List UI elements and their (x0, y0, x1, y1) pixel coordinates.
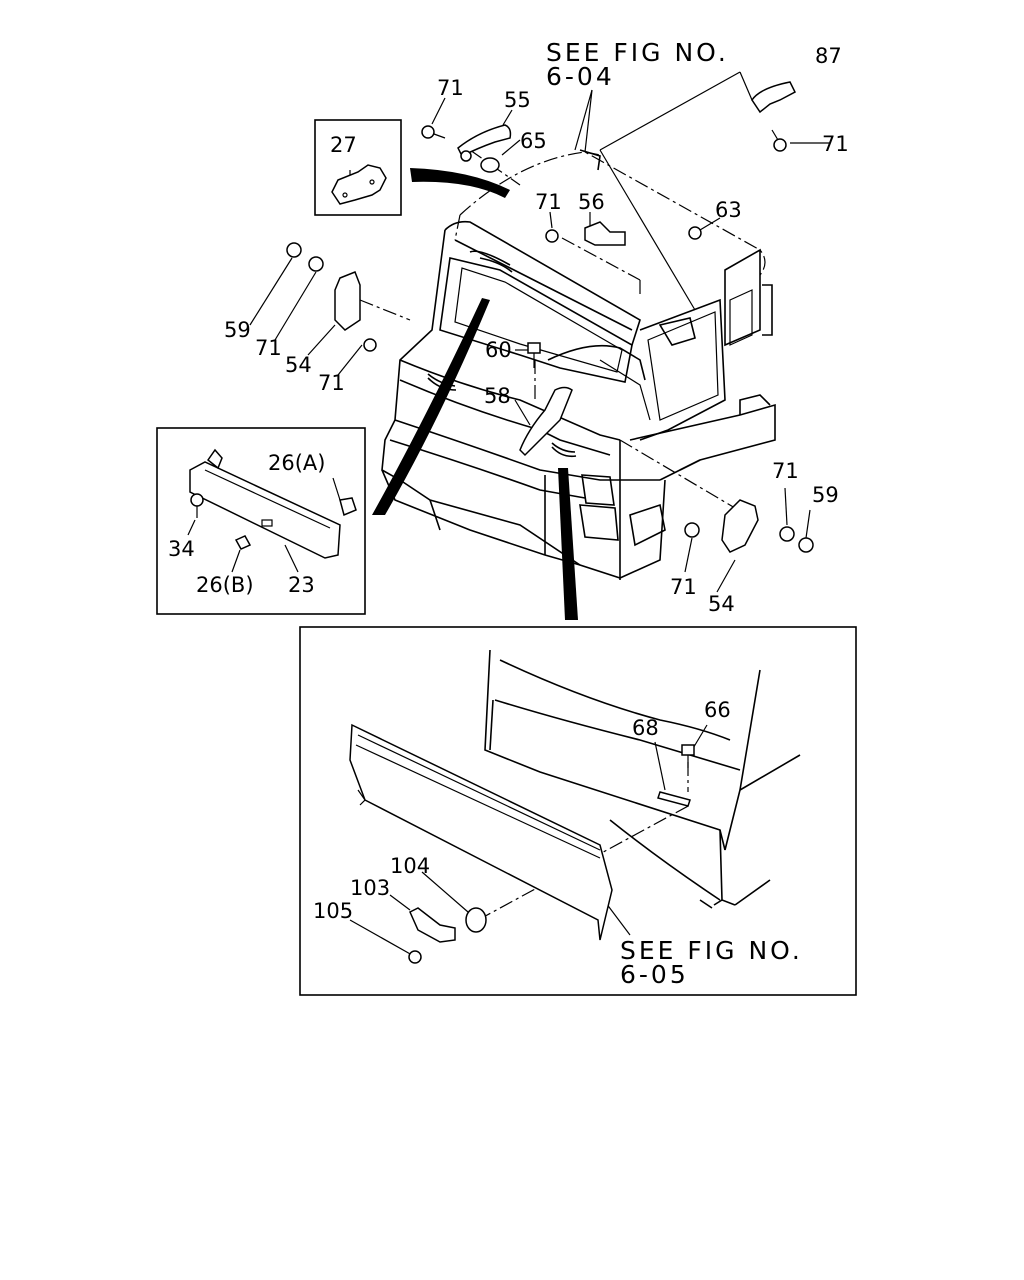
part-66-bolt (681, 744, 695, 768)
callout-71: 71 (318, 371, 345, 395)
part-27-bracket (331, 164, 387, 205)
leader-lines (187, 71, 830, 956)
callout-labels: 87 71 55 65 27 71 71 56 63 59 71 54 71 6… (168, 44, 849, 923)
callout-58: 58 (484, 384, 511, 408)
callout-26b: 26(B) (196, 573, 254, 597)
callout-71: 71 (822, 132, 849, 156)
callout-26a: 26(A) (268, 451, 325, 475)
part-34-screw (190, 493, 204, 518)
part-23-visor (189, 461, 341, 559)
pointer-band-27 (410, 168, 510, 198)
callout-54: 54 (285, 353, 312, 377)
callout-23: 23 (288, 573, 315, 597)
pointer-band-inset-a (372, 298, 490, 515)
part-105-screw (408, 950, 422, 964)
part-87-handle (751, 81, 796, 114)
callout-104: 104 (390, 854, 430, 878)
callout-71: 71 (535, 190, 562, 214)
callout-65: 65 (520, 129, 547, 153)
part-56-bracket (584, 221, 626, 246)
part-68-spring (657, 791, 691, 807)
part-71-screw (779, 526, 795, 542)
part-71-screw (684, 522, 700, 538)
callout-103: 103 (350, 876, 390, 900)
part-front-panel (349, 723, 613, 941)
part-71-screw (771, 129, 787, 152)
callout-105: 105 (313, 899, 353, 923)
callout-34: 34 (168, 537, 195, 561)
callout-71: 71 (670, 575, 697, 599)
callout-59: 59 (812, 483, 839, 507)
callout-63: 63 (715, 198, 742, 222)
part-60-bolt (527, 342, 541, 368)
part-visor-hinge (206, 448, 223, 470)
callout-55: 55 (504, 88, 531, 112)
callout-56: 56 (578, 190, 605, 214)
figure-references: SEE FIG NO. 6-04 SEE FIG NO. 6-05 (546, 38, 803, 989)
inset-front-panel (299, 626, 857, 996)
callout-87: 87 (815, 44, 842, 68)
parts (286, 81, 814, 553)
reference-bottom-line2: 6-05 (620, 960, 689, 989)
part-71-washer (460, 150, 472, 162)
callout-68: 68 (632, 716, 659, 740)
part-65-grommet (480, 157, 500, 173)
callout-71: 71 (255, 336, 282, 360)
reference-top-line1: SEE FIG NO. (546, 38, 729, 67)
inset-sun-visor (156, 427, 366, 615)
part-26b-clip (234, 535, 252, 550)
part-54-bracket (721, 499, 759, 553)
reference-top-line2: 6-04 (546, 62, 615, 91)
callout-60: 60 (485, 338, 512, 362)
part-103-handle (409, 907, 456, 943)
callout-54: 54 (708, 592, 735, 616)
part-71-screw (308, 256, 324, 272)
part-71-screw (545, 229, 559, 243)
callout-27: 27 (330, 133, 357, 157)
part-58-handle (519, 386, 573, 457)
part-59-cap (286, 242, 302, 258)
callout-59: 59 (224, 318, 251, 342)
detail-pointers (372, 168, 578, 620)
reference-bottom-line1: SEE FIG NO. (620, 936, 803, 965)
part-55-handle (457, 124, 512, 158)
part-54-bracket (334, 271, 361, 331)
pointer-band-inset-bottom (558, 468, 578, 620)
inset-27 (314, 119, 402, 216)
callout-66: 66 (704, 698, 731, 722)
part-71-screw (363, 338, 377, 352)
callout-71: 71 (772, 459, 799, 483)
part-71-screw (421, 125, 446, 139)
part-63-screw (688, 226, 702, 240)
callout-71: 71 (437, 76, 464, 100)
part-26a-clip (339, 497, 357, 517)
part-59-cap (798, 537, 814, 553)
part-104-grommet (465, 907, 487, 933)
